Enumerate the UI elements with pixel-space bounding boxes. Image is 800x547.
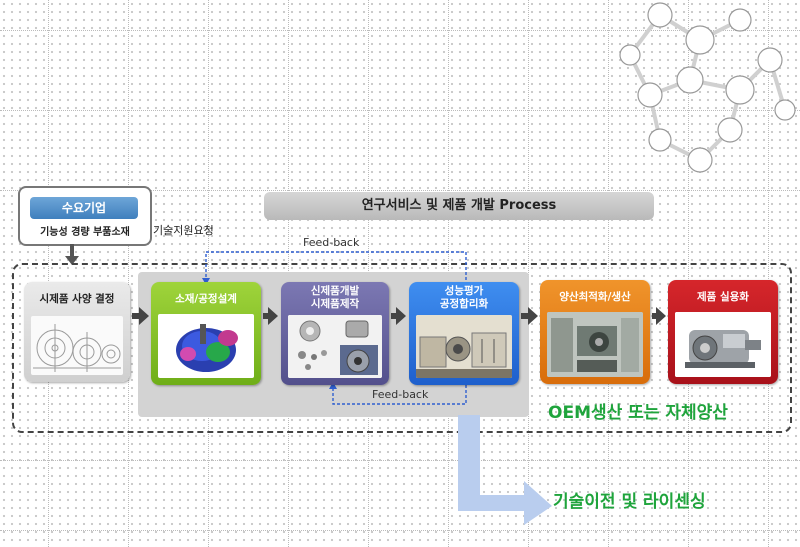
- process-frame: [12, 263, 792, 433]
- flow-arrow-stem: [521, 313, 529, 319]
- molecule-decoration: [619, 2, 796, 173]
- demand-company-box: 수요기업 기능성 경량 부품소재: [18, 186, 152, 246]
- grid-line: [0, 460, 800, 461]
- right-arrow-icon: [268, 307, 278, 325]
- step-performance-evaluation: 성능평가 공정합리화: [409, 282, 519, 385]
- step-label: 시제품 사양 결정: [39, 293, 115, 305]
- step-label: 제품 실용화: [697, 291, 749, 303]
- flow-arrow-stem: [263, 313, 269, 319]
- step-label: 소재/공정설계: [175, 293, 237, 305]
- gear-model-image: [158, 314, 254, 378]
- right-arrow-icon: [528, 307, 538, 325]
- down-arrow-icon: [65, 256, 79, 265]
- grid-line: [0, 110, 800, 111]
- demand-company-subtitle: 기능성 경량 부품소재: [40, 227, 130, 238]
- right-arrow-icon: [396, 307, 406, 325]
- grid-line: [768, 0, 769, 547]
- step-prototype-spec: 시제품 사양 결정: [24, 282, 130, 382]
- right-arrow-icon: [656, 307, 666, 325]
- grid-line: [0, 530, 800, 531]
- grid-line: [608, 0, 609, 547]
- step-mass-production-optimization: 양산최적화/생산: [540, 280, 650, 384]
- feedback-label-bottom: Feed-back: [372, 388, 429, 401]
- production-machine-image: [547, 312, 643, 377]
- grid-line: [0, 190, 800, 191]
- test-machine-image: [416, 315, 512, 378]
- right-arrow-icon: [139, 307, 149, 325]
- down-arrow-stem: [70, 244, 74, 258]
- process-header: 연구서비스 및 제품 개발 Process: [264, 192, 654, 220]
- tech-support-request-label: 기술지원요청: [153, 224, 214, 237]
- step-label: 양산최적화/생산: [559, 291, 631, 303]
- flow-arrow-stem: [391, 313, 397, 319]
- gear-drawing-image: [31, 316, 123, 375]
- step-new-product-development: 신제품개발 시제품제작: [281, 282, 389, 385]
- grid-line: [0, 30, 800, 31]
- oem-production-label: OEM생산 또는 자체양산: [548, 403, 728, 423]
- demand-company-title: 수요기업: [30, 197, 138, 219]
- down-right-arrow-icon: [458, 415, 552, 525]
- engine-product-image: [675, 312, 771, 377]
- grid-line: [128, 0, 129, 547]
- flow-arrow-stem: [132, 313, 140, 319]
- feedback-label-top: Feed-back: [303, 236, 360, 249]
- step-material-process-design: 소재/공정설계: [151, 282, 261, 385]
- step-label: 성능평가 공정합리화: [439, 285, 489, 310]
- tech-transfer-licensing-label: 기술이전 및 라이센싱: [553, 492, 706, 512]
- step-label: 신제품개발 시제품제작: [310, 285, 360, 310]
- machined-parts-image: [288, 315, 382, 378]
- grid-line: [48, 0, 49, 547]
- flow-arrow-stem: [652, 313, 656, 319]
- grid-line: [688, 0, 689, 547]
- step-product-commercialization: 제품 실용화: [668, 280, 778, 384]
